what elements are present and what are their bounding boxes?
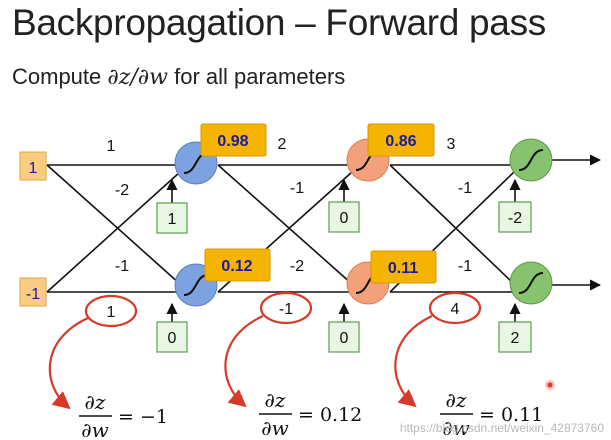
bias-box-l1-bottom	[156, 321, 188, 353]
weight-l3-bottom-cross: -1	[458, 258, 472, 275]
bias-value-l2-top: 0	[340, 210, 349, 227]
watermark: https://blog.csdn.net/weixin_42873760	[400, 421, 604, 435]
bias-value-l1-bottom: 0	[168, 330, 177, 347]
input-box-2	[19, 277, 47, 307]
red-annotations	[48, 291, 482, 410]
derivative-1: ∂z ∂w = −1	[79, 390, 168, 440]
sigmoid-icon	[518, 272, 544, 294]
derivative-3: ∂z ∂w = 0.11	[440, 388, 543, 440]
bias-value-l1-top: 1	[168, 211, 177, 228]
subtitle-math: ∂z/∂w	[107, 65, 168, 90]
circled-value-3: 4	[451, 301, 460, 318]
derivative-2-denominator: ∂w	[261, 416, 288, 440]
output-value-l1-top: 0.98	[217, 133, 248, 150]
bias-box-l3-bottom	[498, 321, 532, 353]
pointer-dot-core	[547, 382, 553, 388]
red-arrow-1	[48, 317, 89, 410]
weight-l3-top-cross: -1	[458, 180, 472, 197]
bias-box-l2-top	[328, 201, 360, 233]
derivative-1-numerator: ∂z	[85, 390, 106, 414]
edge-n1a-n2b	[217, 164, 353, 285]
output-box-l1-top	[200, 123, 267, 157]
slide-subtitle: Compute ∂z/∂w for all parameters	[12, 64, 345, 90]
edge-in1-n1b	[46, 164, 181, 285]
subtitle-prefix: Compute	[12, 64, 108, 89]
edge-in2-n1a	[46, 171, 181, 293]
edge-n2a-n3b	[389, 164, 515, 285]
derivative-2: ∂z ∂w = 0.12	[259, 388, 362, 440]
derivative-1-result: = −1	[118, 406, 168, 428]
derivative-1-denominator: ∂w	[81, 418, 108, 440]
edges-layer-1	[46, 164, 181, 293]
derivative-3-numerator: ∂z	[446, 388, 467, 412]
circled-value-2: -1	[279, 301, 293, 318]
output-value-l2-bottom: 0.11	[388, 260, 418, 277]
weight-l1-top-straight: 1	[107, 138, 116, 155]
layer-label-2: 2	[278, 136, 287, 153]
input-value-1: 1	[29, 160, 38, 177]
derivative-3-result: = 0.11	[479, 404, 543, 426]
weight-l1-bottom-cross: -1	[115, 258, 129, 275]
bias-value-l3-top: -2	[508, 210, 522, 227]
layer-label-3: 3	[447, 136, 456, 153]
circled-annotation-2	[259, 291, 313, 325]
circled-annotation-3	[428, 291, 482, 325]
output-box-l1-bottom	[204, 248, 271, 282]
neuron-l3-top	[509, 138, 553, 182]
output-value-l1-bottom: 0.12	[221, 258, 252, 275]
output-box-l2-bottom	[370, 250, 437, 284]
bias-box-l2-bottom	[328, 321, 360, 353]
bias-box-l1-top	[156, 202, 188, 234]
subtitle-suffix: for all parameters	[167, 64, 346, 89]
output-value-l2-top: 0.86	[385, 133, 416, 150]
weight-l1-top-cross: -2	[115, 182, 129, 199]
derivative-3-denominator: ∂w	[442, 416, 469, 440]
bias-value-l3-bottom: 2	[511, 330, 520, 347]
input-box-1	[19, 151, 47, 181]
red-arrow-2	[224, 315, 264, 408]
bias-arrows	[166, 178, 521, 322]
sigmoid-icon	[518, 149, 544, 171]
bias-box-l3-top	[498, 201, 532, 233]
bias-value-l2-bottom: 0	[340, 330, 349, 347]
neuron-l3-bottom	[509, 261, 553, 305]
slide-title: Backpropagation – Forward pass	[12, 2, 546, 43]
red-arrow-3	[394, 315, 433, 408]
derivative-2-numerator: ∂z	[265, 388, 286, 412]
weight-l2-bottom-cross: -2	[290, 258, 304, 275]
input-value-2: -1	[26, 286, 40, 303]
weight-l2-top-cross: -1	[290, 180, 304, 197]
circled-annotation-1	[84, 294, 138, 328]
derivative-2-result: = 0.12	[298, 404, 362, 426]
circled-value-1: 1	[107, 304, 116, 321]
output-box-l2-top	[367, 123, 435, 157]
